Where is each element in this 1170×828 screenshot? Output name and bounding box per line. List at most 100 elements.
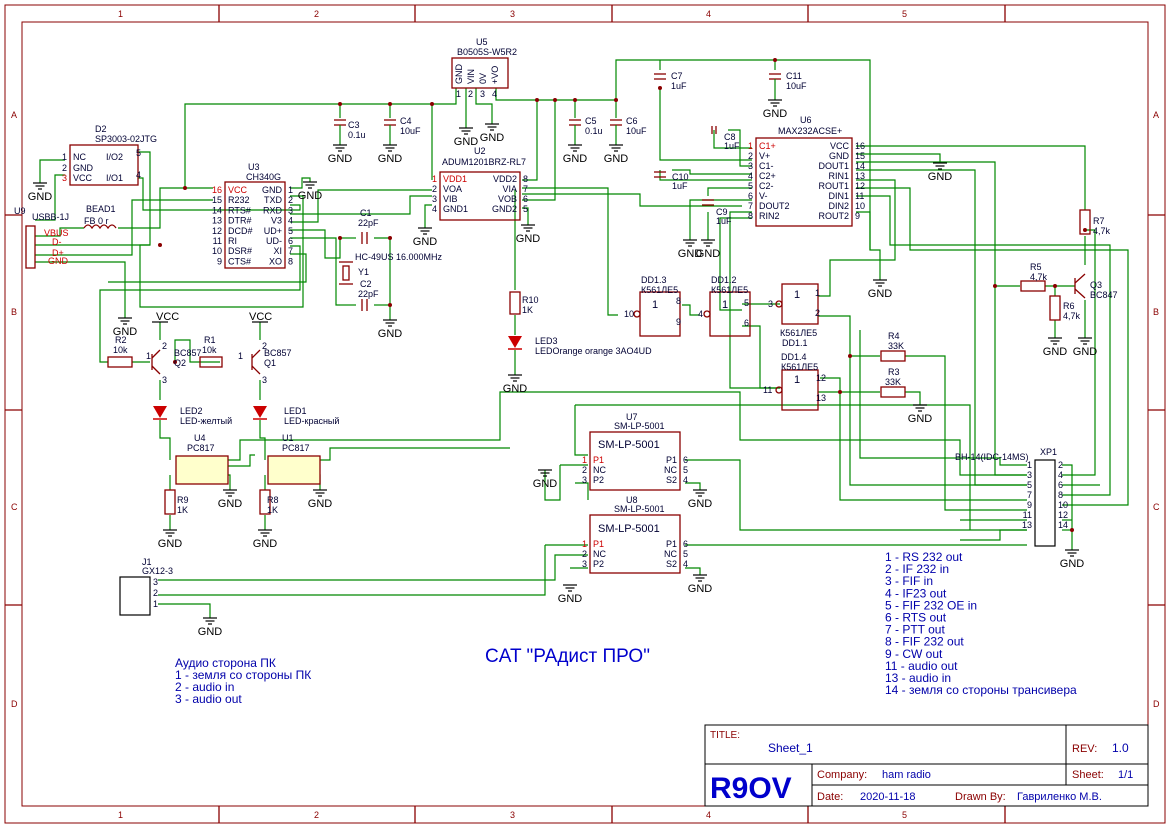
note-line: 3 - audio out — [175, 692, 242, 706]
c7-capacitor: C7 1uF — [654, 71, 687, 91]
c8-value: 1uF — [724, 141, 740, 151]
r9-value: 1K — [177, 505, 188, 515]
u3-pin-label: GND — [262, 185, 283, 195]
ground-icon: GND — [378, 144, 402, 165]
ground-symbols: GND GND GND GND GND GND GND GND GND GND … — [28, 99, 1097, 638]
gnd-label: GND — [158, 538, 183, 550]
xp1-value: BH-14(IDC-14MS) — [955, 452, 1029, 462]
u2-pin-label: VDD1 — [443, 174, 467, 184]
ground-icon: GND — [1060, 549, 1084, 570]
col-label: 4 — [706, 9, 711, 19]
c4-value: 10uF — [400, 126, 421, 136]
j1-ref: J1 — [142, 557, 152, 567]
drawn-value: Гавриленко М.В. — [1017, 791, 1102, 803]
u7-value: SM-LP-5001 — [614, 421, 665, 431]
led1-diode: LED1 LED-красный — [253, 406, 339, 426]
row-label: C — [11, 502, 18, 512]
u8-pin-label: S2 — [666, 559, 677, 569]
u8-pin-num: 6 — [683, 539, 688, 549]
u3-ch340g: U3 CH340G — [224, 162, 286, 269]
ground-icon: GND — [868, 279, 892, 300]
u3-pin-num: 11 — [213, 236, 222, 246]
u8-body: SM-LP-5001 — [598, 523, 660, 535]
dd13-pin: 10 — [624, 309, 634, 319]
led3-diode: LED3 LEDOrange orange 3AO4UD — [508, 336, 652, 356]
gnd-label: GND — [28, 191, 53, 203]
j1-pin-num: 2 — [153, 588, 158, 598]
u2-pin-num: 1 — [432, 174, 437, 184]
r6-ref: R6 — [1063, 301, 1075, 311]
c7-value: 1uF — [671, 81, 687, 91]
svg-text:2: 2 — [262, 341, 267, 351]
u9-pin: VBUS — [44, 228, 69, 238]
u3-pin-num: 14 — [212, 205, 222, 215]
title-block: TITLE: Sheet_1 REV: 1.0 R9OV Company: ha… — [704, 724, 1149, 807]
r9ov-logo: R9OV — [710, 772, 792, 805]
col-label: 4 — [706, 810, 711, 820]
led2-ref: LED2 — [180, 406, 203, 416]
u8-transformer: SM-LP-5001 U8 SM-LP-5001 — [589, 495, 681, 574]
u8-pin-label: NC — [593, 549, 606, 559]
dd12-ref: DD1.2 — [711, 275, 737, 285]
u8-pin-num: 5 — [683, 549, 688, 559]
u2-pin-label: VOA — [443, 184, 462, 194]
date-value: 2020-11-18 — [860, 791, 915, 803]
ground-icon: GND — [480, 123, 504, 144]
u3-pin-label: RTS# — [228, 205, 251, 215]
j1-pin-num: 3 — [153, 577, 158, 587]
u7-transformer: SM-LP-5001 U7 SM-LP-5001 — [589, 412, 681, 491]
r5-value: 4,7k — [1030, 272, 1048, 282]
ground-icon: GND — [533, 469, 557, 490]
u6-ref: U6 — [800, 115, 812, 125]
pinout-line: 11 - audio out — [885, 659, 958, 673]
ground-icon: GND — [413, 227, 438, 248]
u5-pin-num: 2 — [468, 89, 473, 99]
ground-icon: GND — [253, 529, 277, 550]
gnd-label: GND — [1043, 346, 1068, 358]
xp1-pin-num: 7 — [1027, 490, 1032, 500]
ground-icon: GND — [696, 239, 720, 260]
c5-capacitor: C5 0.1u — [569, 116, 603, 145]
c5-ref: C5 — [585, 116, 597, 126]
u2-ref: U2 — [474, 146, 486, 156]
q1-value: BC857 — [264, 348, 292, 358]
dd14-pin: 13 — [816, 393, 826, 403]
dd13-ref: DD1.3 — [641, 275, 667, 285]
u3-pin-num: 13 — [212, 216, 222, 226]
u4-value: PC817 — [187, 443, 215, 453]
u8-pin-num: 2 — [582, 549, 587, 559]
u3-pin-label: DTR# — [228, 216, 252, 226]
q2-transistor: BC857 Q2 2 3 1 — [146, 341, 202, 385]
c11-ref: C11 — [786, 71, 802, 81]
u6-pin-label: V+ — [759, 151, 770, 161]
u3-pin-label: UD- — [266, 236, 282, 246]
ground-icon: GND — [308, 489, 332, 510]
d2-pin: I/O1 — [106, 173, 123, 183]
ground-icon: GND — [604, 144, 628, 165]
u7-pin-label: NC — [664, 465, 677, 475]
gnd-label: GND — [688, 583, 713, 595]
u3-pin-num: 9 — [217, 256, 222, 266]
u6-pin-num: 5 — [748, 181, 753, 191]
dd12-value: К561ЛЕ5 — [711, 285, 748, 295]
c3-capacitor: C3 0.1u — [334, 119, 366, 145]
svg-text:VCC: VCC — [156, 311, 179, 323]
ground-icon: GND — [328, 144, 352, 165]
gnd-label: GND — [413, 236, 438, 248]
u3-pin-num: 1 — [288, 185, 293, 195]
ground-icon: GND — [454, 127, 478, 148]
dd12-nor-gate: 1 DD1.2 К561ЛЕ5 4 6 — [698, 275, 751, 337]
row-label: D — [11, 699, 18, 709]
u9-pin: GND — [48, 256, 69, 266]
note-line: 1 - земля со стороны ПК — [175, 668, 311, 682]
u7-pin-num: 3 — [582, 475, 587, 485]
c7-ref: C7 — [671, 71, 683, 81]
row-label: A — [11, 110, 17, 120]
u7-pin-label: P2 — [593, 475, 604, 485]
u3-pin-label: RI — [228, 236, 237, 246]
led3-value: LEDOrange orange 3AO4UD — [535, 346, 652, 356]
ground-icon: GND — [1073, 337, 1097, 358]
u7-pin-num: 4 — [683, 475, 688, 485]
